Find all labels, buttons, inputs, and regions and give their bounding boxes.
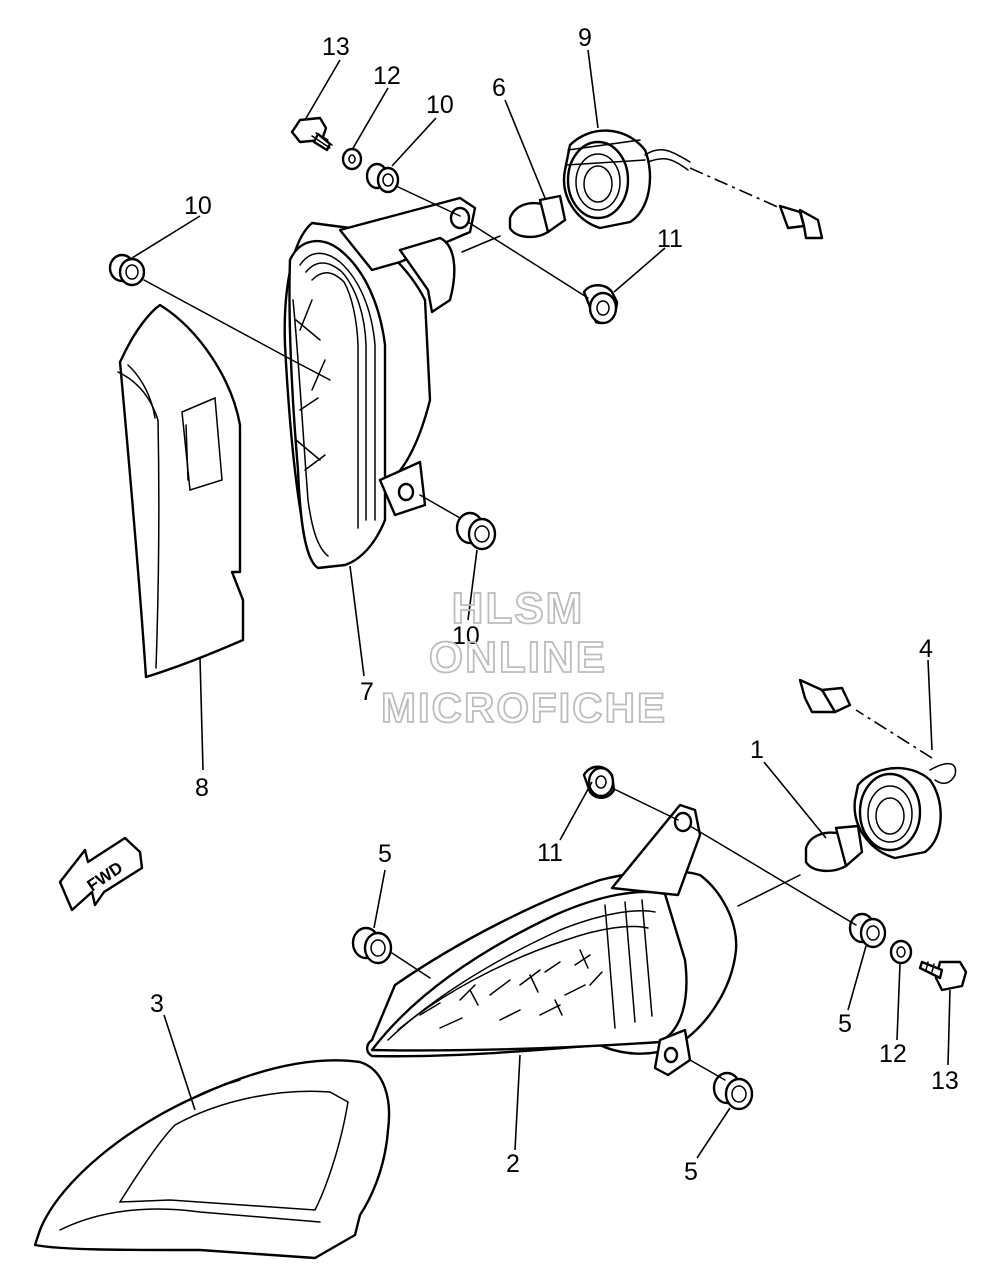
part-10-grommet-b — [365, 162, 400, 194]
callout-12-lower: 12 — [879, 1040, 907, 1068]
part-5-grommet-b — [848, 912, 887, 949]
leader-lines — [131, 49, 951, 1159]
callout-10-top: 10 — [426, 91, 454, 119]
callout-4: 4 — [919, 635, 933, 663]
part-12-washer-b — [889, 939, 913, 965]
callout-5-bottom: 5 — [684, 1158, 698, 1186]
part-12-washer-a — [341, 147, 363, 171]
assembly-lines-lower — [391, 787, 857, 1081]
part-6-bulb — [508, 194, 567, 239]
callout-10-left: 10 — [184, 192, 212, 220]
callout-5-right: 5 — [838, 1010, 852, 1038]
callout-9: 9 — [578, 24, 592, 52]
part-11-plug-a — [582, 284, 619, 325]
callout-12-top: 12 — [373, 62, 401, 90]
watermark-line1: HLSM — [452, 584, 585, 633]
callout-10-center: 10 — [452, 622, 480, 650]
part-8-lens-cover — [117, 303, 245, 679]
part-10-grommet-c — [455, 511, 497, 551]
part-3-lens-cover — [33, 1059, 391, 1260]
part-1-bulb — [804, 824, 864, 873]
watermark: HLSM ONLINE MICROFICHE — [380, 583, 667, 732]
callout-labels: 13 12 10 6 9 10 11 10 7 8 4 1 11 5 5 12 … — [150, 24, 959, 1186]
callout-6: 6 — [492, 74, 506, 102]
callout-8: 8 — [195, 774, 209, 802]
assembly-lines-upper — [143, 185, 589, 519]
callout-13-lower: 13 — [931, 1067, 959, 1095]
part-13-bolt-b — [918, 960, 968, 992]
callout-5-left: 5 — [378, 840, 392, 868]
callout-7: 7 — [360, 678, 374, 706]
callout-11-top: 11 — [657, 225, 683, 253]
part-5-grommet-c — [712, 1071, 754, 1111]
part-9-socket — [562, 129, 824, 240]
watermark-line2: ONLINE — [429, 633, 607, 682]
callout-13-top: 13 — [322, 33, 350, 61]
callout-11-lower: 11 — [537, 839, 563, 867]
part-10-grommet-a — [108, 253, 146, 287]
part-5-grommet-a — [351, 926, 393, 965]
part-11-plug-b — [582, 765, 616, 799]
part-13-bolt-a — [290, 116, 333, 152]
fwd-arrow-icon: FWD — [58, 836, 144, 912]
part-7-flasher-body — [283, 196, 477, 570]
watermark-line3: MICROFICHE — [381, 684, 667, 731]
callout-3: 3 — [150, 990, 164, 1018]
callout-1: 1 — [750, 736, 764, 764]
part-2-flasher-body — [365, 803, 738, 1077]
callout-2: 2 — [506, 1150, 520, 1178]
part-4-socket — [798, 678, 957, 860]
